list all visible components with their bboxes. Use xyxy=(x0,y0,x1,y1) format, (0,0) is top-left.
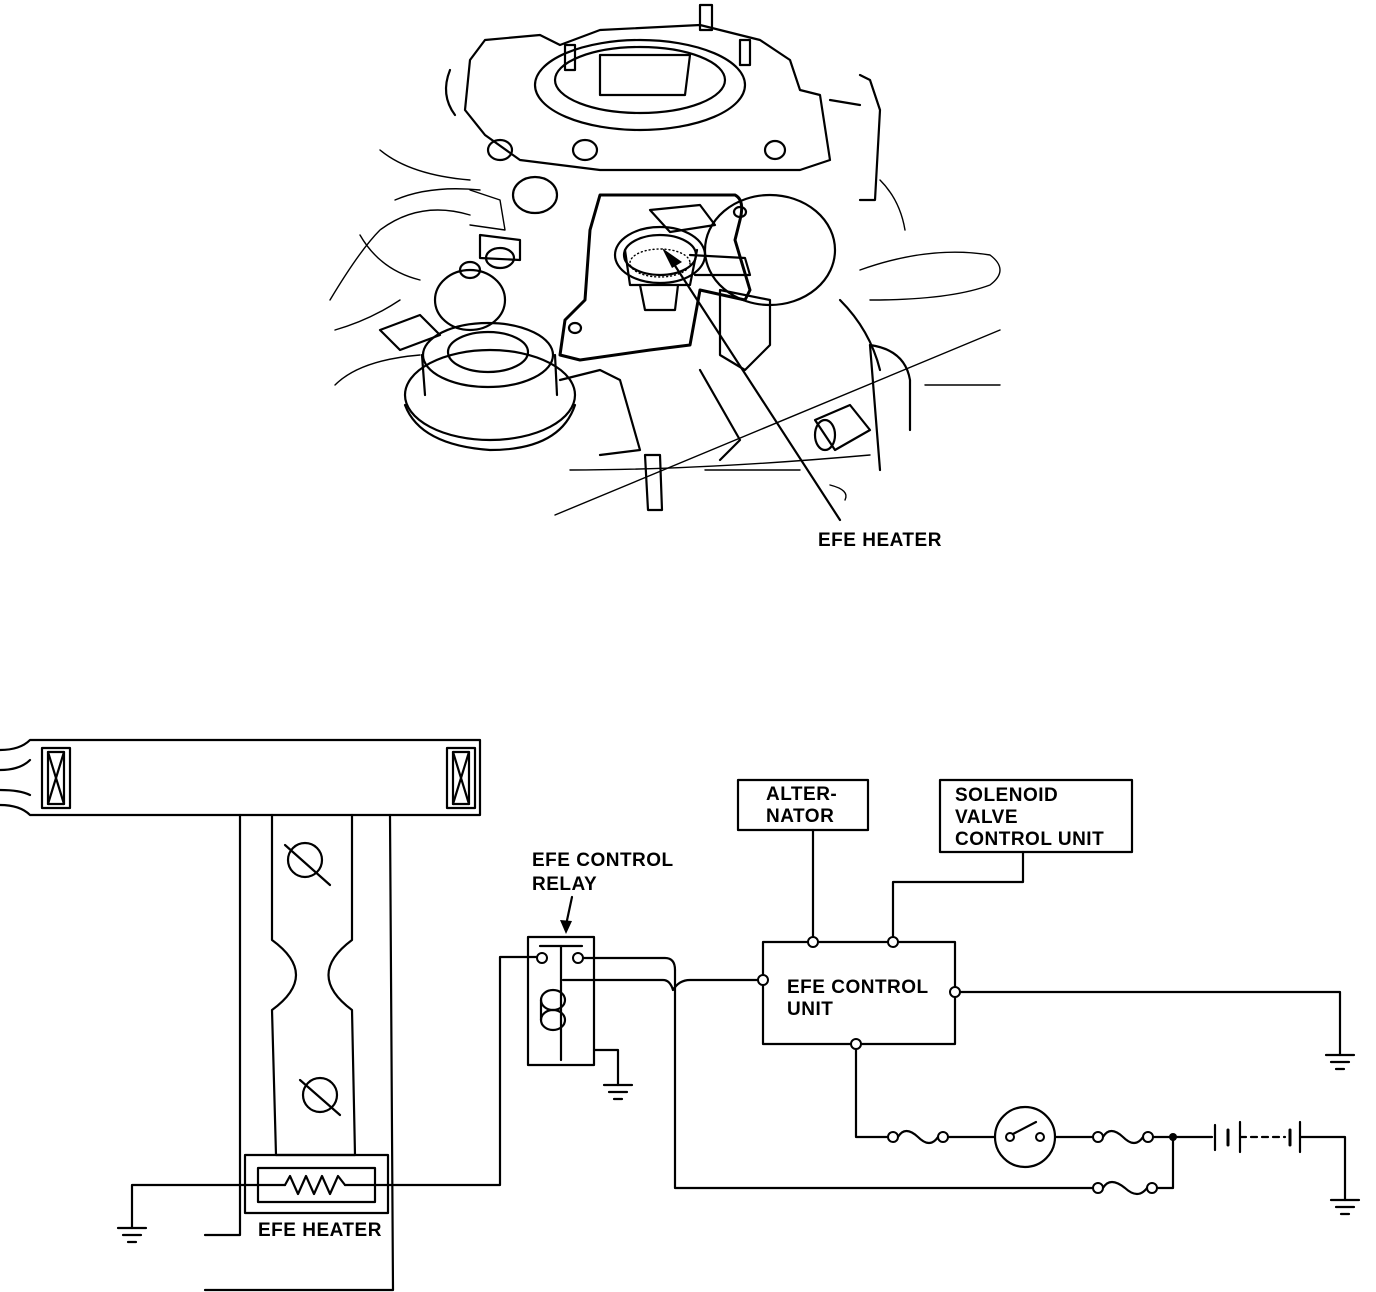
alternator-label-line1: ALTER- xyxy=(766,784,837,805)
ignition-switch xyxy=(993,1105,1057,1169)
efe-control-relay: EFE CONTROL RELAY xyxy=(526,850,1097,1190)
solenoid-valve-control-unit-box: SOLENOID VALVE CONTROL UNIT xyxy=(891,778,1134,944)
intake-manifold-schematic: EFE HEATER xyxy=(0,738,544,1292)
solenoid-label-line1: SOLENOID xyxy=(955,785,1058,806)
control-unit-label-line1: EFE CONTROL xyxy=(787,977,929,998)
efe-heater-label: EFE HEATER xyxy=(258,1220,382,1241)
efe-heater-callout: EFE HEATER xyxy=(818,530,942,551)
alternator-label-line2: NATOR xyxy=(766,806,834,827)
power-supply-circuit xyxy=(887,1105,1361,1216)
solenoid-label-line2: VALVE xyxy=(955,807,1018,828)
efe-control-unit-box: EFE CONTROL UNIT xyxy=(757,936,1356,1139)
relay-label-line1: EFE CONTROL xyxy=(532,850,674,871)
carburetor-illustration: EFE HEATER xyxy=(329,3,1001,551)
relay-label-line2: RELAY xyxy=(532,874,597,895)
alternator-box: ALTER- NATOR xyxy=(736,778,870,944)
control-unit-label-line2: UNIT xyxy=(787,999,833,1020)
solenoid-label-line3: CONTROL UNIT xyxy=(955,829,1104,850)
